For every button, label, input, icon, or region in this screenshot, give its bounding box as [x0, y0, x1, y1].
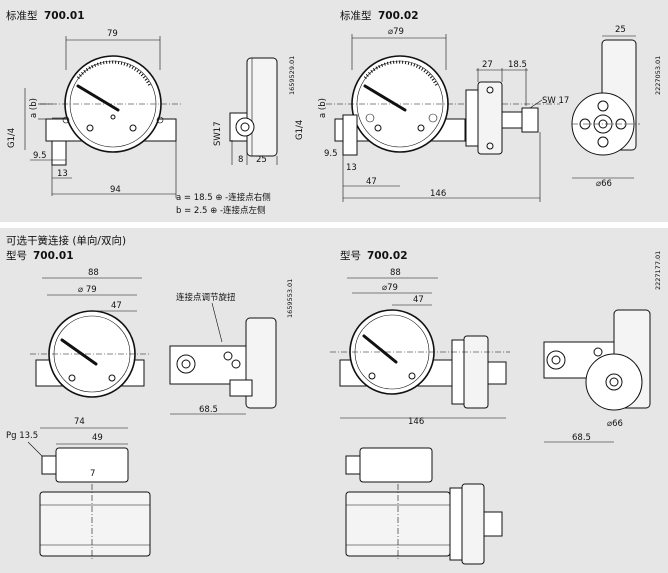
- drawing-code-bottom-right: 2227177.01: [654, 251, 662, 290]
- dim-sw17b-label: SW 17: [542, 96, 569, 106]
- dim-68-5-label: 68.5: [199, 405, 218, 415]
- reed-700-02-side-view: 25 ⌀66 68.5 2227177.01: [543, 251, 662, 443]
- reed-700-01-side-view: 连接点调节旋扭 68.5 1659553.01: [169, 279, 294, 415]
- dim-18-5-label: 18.5: [508, 60, 527, 70]
- dim-47-label-3: 47: [413, 295, 424, 305]
- adjust-knob-label: 连接点调节旋扭: [176, 292, 236, 303]
- dim-phi79b-label: ⌀ 79: [78, 285, 97, 295]
- dim-25-label: 25: [256, 155, 267, 165]
- dim-phi66-label: ⌀66: [596, 179, 612, 189]
- dim-phi66-label-2: ⌀66: [607, 419, 623, 429]
- dim-27-label: 27: [482, 60, 493, 70]
- reed-700-01-top-view: 74 49 Pg 13.5 7: [6, 417, 151, 560]
- drawing-code-top-left: 1659529.01: [288, 56, 296, 95]
- gauge-700-02-side-view: 25 ⌀66 2227053.01: [571, 25, 662, 189]
- gauge-dial: [64, 55, 162, 153]
- dim-g14-label: G1/4: [7, 128, 17, 148]
- gauge-needle: [76, 84, 120, 112]
- reed-700-01-front-view: 88 ⌀ 79 47: [30, 268, 150, 398]
- dim-74-label: 74: [74, 417, 85, 427]
- dim-13-label-2: 13: [346, 163, 357, 173]
- note-b-line: b = 2.5 ⊕ -连接点左侧: [176, 205, 266, 216]
- title-label-bottom-left: 型号: [6, 249, 27, 262]
- title-model-top-right: 700.02: [378, 10, 419, 22]
- title-model-top-left: 700.01: [44, 10, 85, 22]
- gauge-700-01-side-view: SW17 8 25 1659529.01: [213, 56, 296, 165]
- dim-146-label: 146: [430, 189, 446, 199]
- dim-9-5-label-2: 9.5: [324, 149, 338, 159]
- title-label-top-right: 标准型: [340, 9, 372, 22]
- dim-a-b-label: a (b): [29, 98, 39, 118]
- title-model-bottom-left: 700.01: [33, 250, 74, 262]
- dim-phi79-label-2: ⌀79: [382, 283, 398, 293]
- note-a-line: a = 18.5 ⊕ -连接点右侧: [176, 192, 271, 203]
- dim-8-label: 8: [238, 155, 243, 165]
- drawing-code-top-right: 2227053.01: [654, 56, 662, 95]
- dim-g14-label-2: G1/4: [295, 120, 305, 140]
- dim-phi79-label: ⌀79: [388, 27, 404, 37]
- gauge-needle-700-02: [363, 84, 407, 112]
- dim-pg13-5-label: Pg 13.5: [6, 431, 38, 441]
- dim-9-5-label: 9.5: [33, 151, 47, 161]
- dim-13-label: 13: [57, 169, 68, 179]
- gauge-700-01-front-view: 79 G1/4 a (b) 9.5 13: [7, 29, 182, 198]
- dim-47-label-2: 47: [111, 301, 122, 311]
- dim-25-label-2: 25: [615, 25, 626, 35]
- dim-47-label: 47: [366, 177, 377, 187]
- title-label-top-left: 标准型: [6, 9, 38, 22]
- drawing-code-bottom-left: 1659553.01: [286, 279, 294, 318]
- title-model-bottom-right: 700.02: [367, 250, 408, 262]
- bottom-heading: 可选干簧连接 (单向/双向): [6, 234, 126, 247]
- reed-700-02-top-view: [345, 447, 503, 565]
- dim-49-label: 49: [92, 433, 103, 443]
- dim-68-5-label-2: 68.5: [572, 433, 591, 443]
- gauge-700-02-front-view: ⌀79 27 18.5 SW 17: [295, 27, 569, 202]
- dim-88-label-2: 88: [390, 268, 401, 278]
- title-label-bottom-right: 型号: [340, 249, 361, 262]
- dim-a-b-label-2: a (b): [318, 98, 328, 118]
- dim-sw17-label: SW17: [213, 121, 223, 146]
- reed-700-02-front-view: 88 ⌀79 47 146: [330, 268, 510, 427]
- dim-7-label: 7: [90, 469, 95, 479]
- dim-88-label: 88: [88, 268, 99, 278]
- dim-146-label-2: 146: [408, 417, 424, 427]
- dim-94-label: 94: [110, 185, 121, 195]
- dim-79-label: 79: [107, 29, 118, 39]
